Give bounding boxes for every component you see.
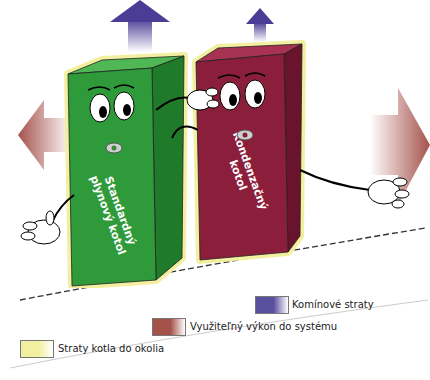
glove bbox=[21, 211, 60, 244]
glove bbox=[368, 178, 409, 208]
ground-line bbox=[10, 300, 428, 368]
legend-text: Straty kotla do okolia bbox=[58, 343, 164, 354]
legend-swatch bbox=[255, 296, 289, 314]
output-arrow bbox=[18, 100, 72, 170]
arm bbox=[300, 170, 370, 190]
output-arrow bbox=[370, 88, 430, 205]
legend-swatch bbox=[152, 318, 186, 336]
chimney-arrow bbox=[110, 0, 170, 52]
box-face bbox=[196, 54, 288, 260]
box-face bbox=[68, 56, 184, 286]
box-face bbox=[68, 68, 156, 286]
boiler-box: Kondenzačný kotol bbox=[188, 40, 306, 265]
legend-swatch bbox=[20, 340, 54, 358]
boiler-box: Standardný plynový kotol bbox=[62, 48, 190, 288]
box-face bbox=[152, 56, 184, 280]
legend-text: Komínové straty bbox=[292, 299, 374, 310]
chimney-arrow bbox=[246, 8, 274, 42]
box-face bbox=[196, 44, 302, 260]
legend-text: Využiteľný výkon do systému bbox=[190, 321, 337, 332]
